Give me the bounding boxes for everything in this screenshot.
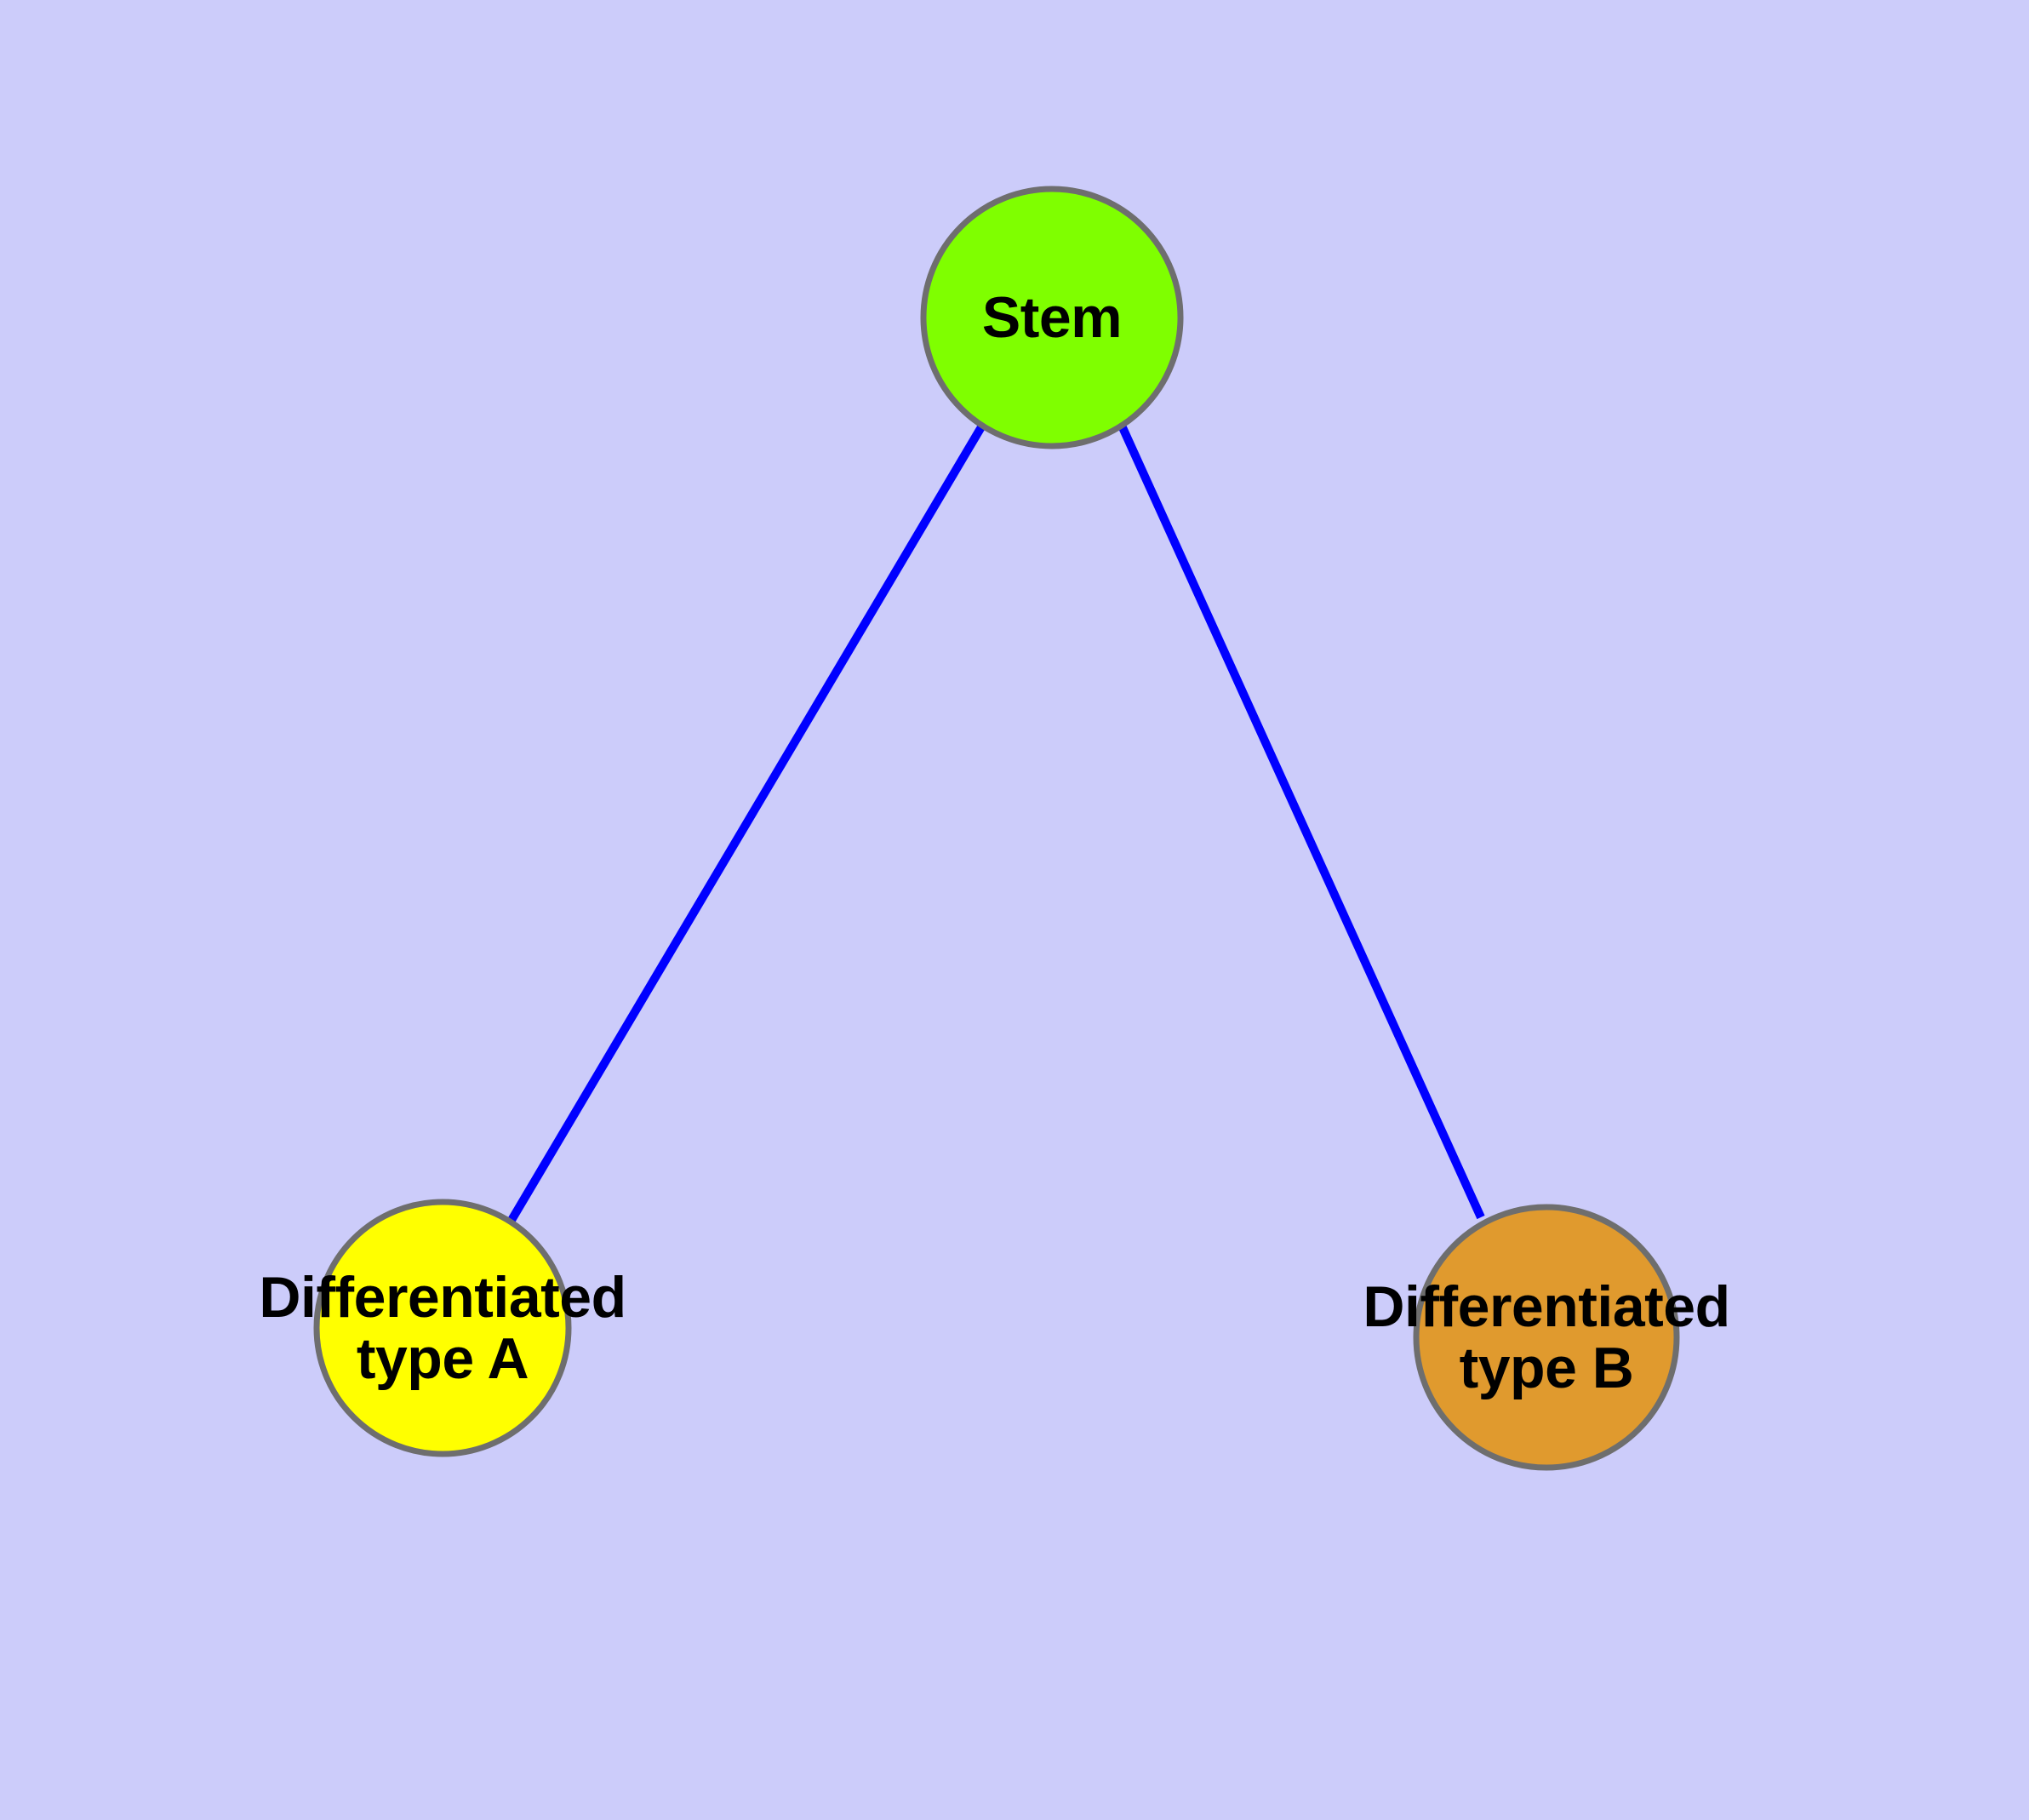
- edges-layer: [506, 423, 1485, 1224]
- edge-stem-to-differentiated-type-a[interactable]: [506, 423, 986, 1224]
- node-differentiated-type-a[interactable]: [313, 1199, 572, 1457]
- node-stem[interactable]: [920, 186, 1184, 449]
- nodes-layer: [313, 186, 1680, 1471]
- edge-stem-to-differentiated-type-b[interactable]: [1117, 423, 1485, 1220]
- node-differentiated-type-b[interactable]: [1413, 1204, 1680, 1471]
